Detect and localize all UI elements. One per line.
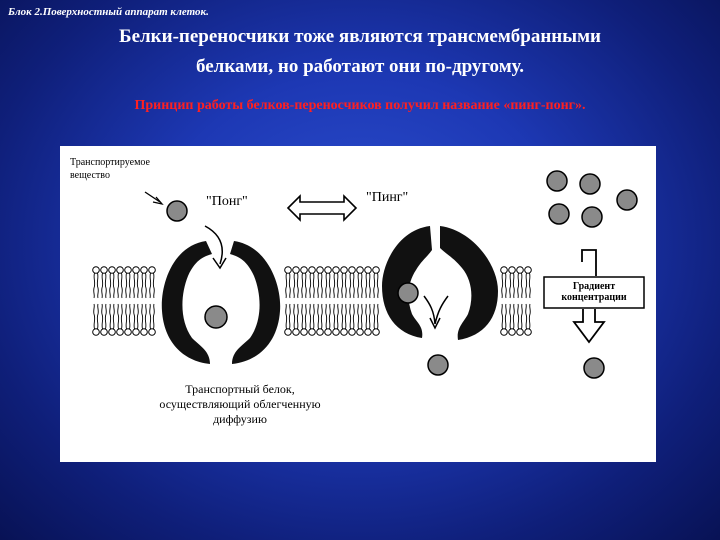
gradient-label-line-1: Градиент [572,281,616,292]
molecule-released [427,354,449,376]
molecule-in-pong [204,305,228,329]
substance-label-line-2: вещество [70,170,110,181]
diagram-figure: Транспортируемое вещество "Понг" "Пинг" … [60,146,656,462]
phospholipid [140,303,148,336]
molecule-cluster-4 [548,203,570,225]
phospholipid [124,303,132,336]
phospholipid [332,303,340,336]
phospholipid [140,266,148,299]
molecule-in-ping [397,282,419,304]
molecule-cluster-5 [581,206,603,228]
phospholipid [148,266,156,299]
phospholipid [524,303,532,336]
substance-pointer-arrow [144,191,161,203]
molecule-cluster-1 [546,170,568,192]
phospholipid [100,303,108,336]
molecule-cluster-2 [579,173,601,195]
phospholipid [132,303,140,336]
phospholipid [348,303,356,336]
title-line-1: Белки-переносчики тоже являются трансмем… [119,26,601,47]
slide-subtitle: Принцип работы белков-переносчиков получ… [134,98,586,113]
phospholipid [100,266,108,299]
phospholipid [348,266,356,299]
phospholipid [124,266,132,299]
phospholipid [356,266,364,299]
gradient-label-line-2: концентрации [561,292,627,303]
protein-caption-line-1: Транспортный белок, [185,382,295,396]
phospholipid [308,303,316,336]
phospholipid [324,303,332,336]
phospholipid [364,303,372,336]
phospholipid [364,266,372,299]
phospholipid [132,266,140,299]
phospholipid [116,303,124,336]
phospholipid [292,266,300,299]
phospholipid [92,266,100,299]
ping-pong-double-arrow [286,194,358,222]
ping-label: "Пинг" [366,190,409,205]
phospholipid [508,303,516,336]
phospholipid [516,303,524,336]
phospholipid [300,266,308,299]
phospholipid [372,303,380,336]
block-label: Блок 2.Поверхностный аппарат клеток. [8,6,209,18]
phospholipid [108,266,116,299]
transport-protein-ping [382,226,498,340]
phospholipid [316,266,324,299]
exit-arrow [423,295,449,325]
phospholipid [500,303,508,336]
membrane-diagram [92,170,645,379]
title-line-2: белками, но работают они по-другому. [195,56,524,77]
phospholipid [372,266,380,299]
phospholipid [508,266,516,299]
phospholipid [300,303,308,336]
transport-protein-pong [161,241,281,364]
substance-label-line-1: Транспортируемое [70,157,150,168]
gradient-label: Градиент концентрации [546,281,642,303]
phospholipid [340,266,348,299]
molecule-outside-left [166,200,188,222]
substance-label: Транспортируемое вещество [70,156,210,182]
phospholipid [316,303,324,336]
phospholipid [356,303,364,336]
phospholipid [284,266,292,299]
phospholipid [284,303,292,336]
phospholipid [108,303,116,336]
phospholipid [308,266,316,299]
molecule-cluster-3 [616,189,638,211]
protein-caption: Транспортный белок, осуществляющий облег… [100,382,380,427]
gradient-arrow-icon [543,249,645,344]
protein-caption-line-3: диффузию [213,412,267,426]
phospholipid [516,266,524,299]
phospholipid [324,266,332,299]
phospholipid [148,303,156,336]
protein-caption-line-2: осуществляющий облегченную [159,397,321,411]
phospholipid [116,266,124,299]
pong-label: "Понг" [206,194,248,209]
phospholipid [92,303,100,336]
phospholipid [292,303,300,336]
entry-arrow [204,225,224,265]
phospholipid [500,266,508,299]
slide-title: Белки-переносчики тоже являются трансмем… [40,22,680,82]
phospholipid [524,266,532,299]
molecule-low-concentration [583,357,605,379]
phospholipid [332,266,340,299]
phospholipid [340,303,348,336]
